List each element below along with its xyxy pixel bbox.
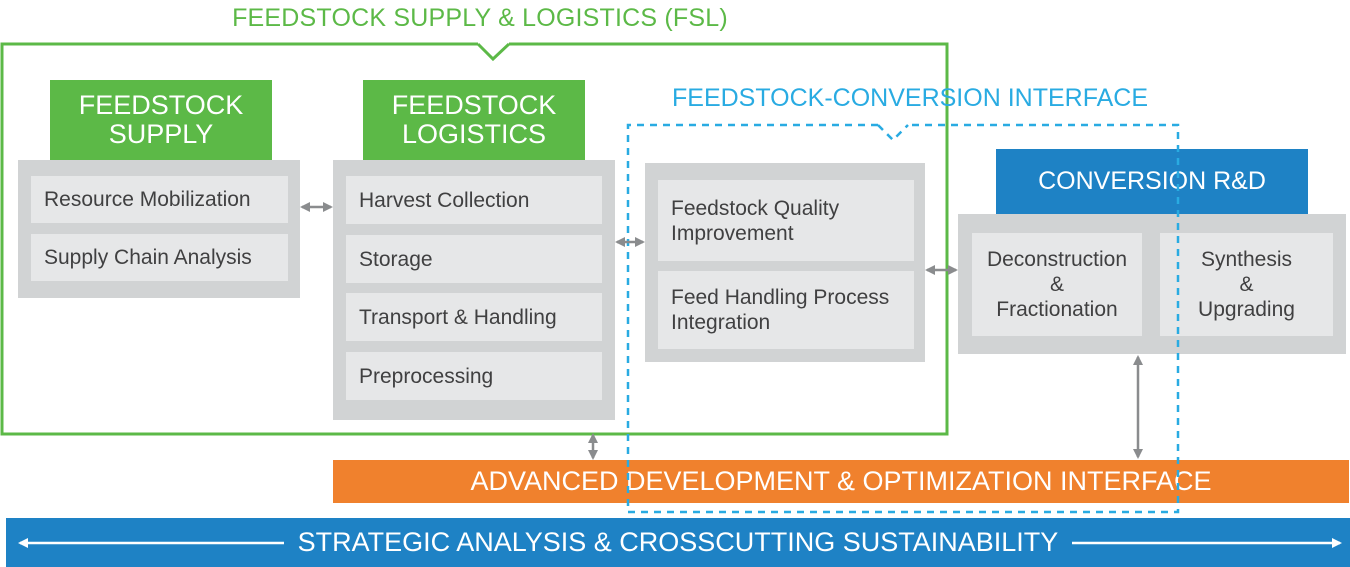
sacs-bar: STRATEGIC ANALYSIS & CROSSCUTTING SUSTAI… [6, 518, 1350, 567]
resource-mobilization-item: Resource Mobilization [31, 176, 288, 223]
fci-title: FEEDSTOCK-CONVERSION INTERFACE [672, 84, 1148, 112]
synthesis-line1: Synthesis [1200, 248, 1293, 271]
harvest-collection-item: Harvest Collection [346, 176, 602, 224]
feedstock-quality-line2: Improvement [671, 221, 794, 245]
synthesis-item: Synthesis & Upgrading [1160, 233, 1333, 336]
feedstock-supply-header-line2: SUPPLY [108, 119, 214, 149]
feed-handling-line1: Feed Handling Process [671, 286, 890, 309]
transport-handling-item: Transport & Handling [346, 293, 602, 341]
feed-handling-line2: Integration [671, 311, 771, 334]
conversion-header: CONVERSION R&D [996, 149, 1308, 214]
feedstock-quality-item: Feedstock Quality Improvement [658, 180, 914, 261]
feedstock-logistics-header-line1: FEEDSTOCK [391, 90, 557, 120]
feedstock-logistics-header: FEEDSTOCK LOGISTICS [363, 80, 585, 160]
sacs-label: STRATEGIC ANALYSIS & CROSSCUTTING SUSTAI… [283, 527, 1073, 558]
deconstruction-line1: Deconstruction [986, 248, 1128, 271]
deconstruction-line2: & [1049, 273, 1064, 296]
preprocessing-item: Preprocessing [346, 352, 602, 400]
feedstock-supply-header-line1: FEEDSTOCK [78, 90, 244, 120]
feed-handling-item: Feed Handling Process Integration [658, 271, 914, 349]
fsl-title: FEEDSTOCK SUPPLY & LOGISTICS (FSL) [232, 4, 728, 32]
deconstruction-item: Deconstruction & Fractionation [972, 233, 1142, 336]
deconstruction-line3: Fractionation [996, 298, 1118, 321]
synthesis-line3: Upgrading [1198, 298, 1295, 321]
synthesis-line2: & [1239, 273, 1254, 296]
supply-chain-analysis-item: Supply Chain Analysis [31, 234, 288, 281]
feedstock-logistics-header-line2: LOGISTICS [401, 119, 547, 149]
storage-item: Storage [346, 235, 602, 283]
feedstock-quality-line1: Feedstock Quality [671, 196, 840, 220]
adoi-bar: ADVANCED DEVELOPMENT & OPTIMIZATION INTE… [333, 460, 1349, 503]
feedstock-supply-header: FEEDSTOCK SUPPLY [50, 80, 272, 160]
